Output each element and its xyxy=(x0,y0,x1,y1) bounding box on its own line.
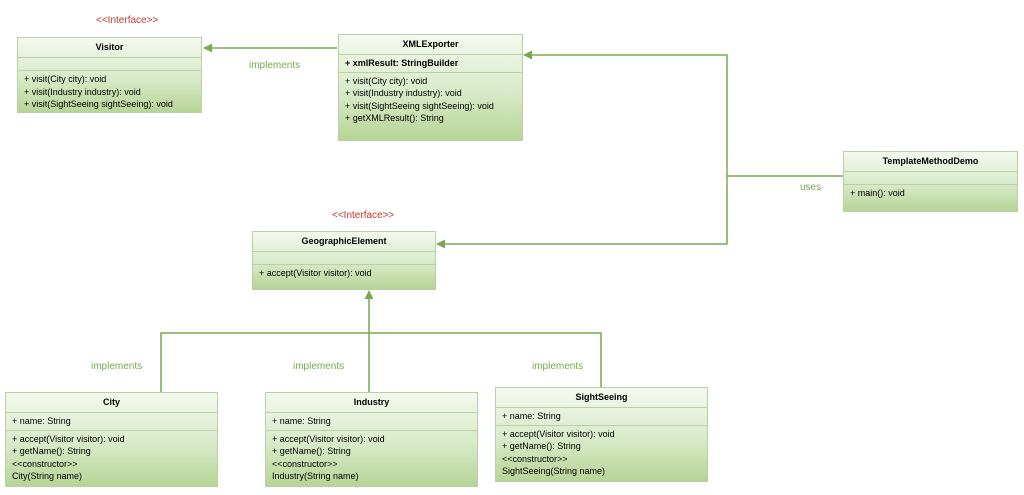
templatemethoddemo-class[interactable]: TemplateMethodDemo + main(): void xyxy=(843,151,1018,212)
attributes-section: + name: String xyxy=(6,413,217,431)
method-row: + accept(Visitor visitor): void xyxy=(272,433,385,444)
method-row: + main(): void xyxy=(850,188,905,198)
method-row: + visit(Industry industry): void xyxy=(345,88,462,98)
constructor-stereotype: <<constructor>> xyxy=(502,453,568,464)
method-row: + visit(SightSeeing sightSeeing): void xyxy=(345,100,494,111)
city-implements-label: implements xyxy=(91,361,143,372)
method-row: + getName(): String xyxy=(502,441,581,451)
attributes-section: + name: String xyxy=(496,408,707,426)
method-row: + visit(City city): void xyxy=(24,74,107,84)
attribute-row: + xmlResult: StringBuilder xyxy=(345,58,459,68)
constructor-row: City(String name) xyxy=(12,471,83,481)
constructor-stereotype: <<constructor>> xyxy=(12,458,78,469)
method-row: + visit(Industry industry): void xyxy=(24,86,141,97)
methods-section: + main(): void xyxy=(844,185,1017,202)
industry-class[interactable]: Industry + name: String + accept(Visitor… xyxy=(265,392,478,487)
class-name: Visitor xyxy=(18,38,201,58)
attributes-section xyxy=(253,252,435,265)
method-row: + getXMLResult(): String xyxy=(345,113,444,123)
class-name: Industry xyxy=(266,393,477,413)
uses-to-geographic-arrow xyxy=(436,176,728,249)
xmlexporter-class[interactable]: XMLExporter + xmlResult: StringBuilder +… xyxy=(338,34,523,141)
method-row: + visit(SightSeeing sightSeeing): void xyxy=(24,99,173,109)
class-name: SightSeeing xyxy=(496,388,707,408)
attributes-section xyxy=(18,58,201,71)
uses-to-xmlexporter-arrow xyxy=(523,50,728,176)
constructor-row: Industry(String name) xyxy=(272,471,359,481)
industry-implements-label: implements xyxy=(293,361,345,372)
method-row: + visit(City city): void xyxy=(345,75,428,86)
attributes-section: + name: String xyxy=(266,413,477,431)
method-row: + accept(Visitor visitor): void xyxy=(12,433,125,444)
method-row: + accept(Visitor visitor): void xyxy=(502,428,615,439)
class-name: GeographicElement xyxy=(253,232,435,252)
constructor-row: SightSeeing(String name) xyxy=(502,466,606,476)
city-class[interactable]: City + name: String + accept(Visitor vis… xyxy=(5,392,218,487)
sightseeing-implements-branch xyxy=(369,332,602,387)
sightseeing-implements-label: implements xyxy=(532,361,584,372)
methods-section: + visit(City city): void + visit(Industr… xyxy=(18,71,201,113)
city-implements-branch xyxy=(160,332,369,392)
xmlexporter-implements-label: implements xyxy=(249,60,301,71)
geographicelement-class[interactable]: GeographicElement + accept(Visitor visit… xyxy=(252,231,436,290)
methods-section: + visit(City city): void + visit(Industr… xyxy=(339,73,522,127)
sightseeing-class[interactable]: SightSeeing + name: String + accept(Visi… xyxy=(495,387,708,482)
constructor-stereotype: <<constructor>> xyxy=(272,458,338,469)
method-row: + getName(): String xyxy=(12,446,91,456)
class-name: City xyxy=(6,393,217,413)
attribute-row: + name: String xyxy=(502,411,561,421)
attribute-row: + name: String xyxy=(272,416,331,426)
attributes-section: + xmlResult: StringBuilder xyxy=(339,55,522,73)
class-name: TemplateMethodDemo xyxy=(844,152,1017,172)
methods-section: + accept(Visitor visitor): void + getNam… xyxy=(266,431,477,485)
attributes-section xyxy=(844,172,1017,185)
geographic-stereotype: <<Interface>> xyxy=(332,210,395,221)
visitor-stereotype: <<Interface>> xyxy=(96,15,159,26)
method-row: + getName(): String xyxy=(272,446,351,456)
class-name: XMLExporter xyxy=(339,35,522,55)
methods-section: + accept(Visitor visitor): void xyxy=(253,265,435,282)
methods-section: + accept(Visitor visitor): void + getNam… xyxy=(6,431,217,485)
visitor-class[interactable]: Visitor + visit(City city): void + visit… xyxy=(17,37,202,113)
uses-label: uses xyxy=(800,182,822,193)
attribute-row: + name: String xyxy=(12,416,71,426)
methods-section: + accept(Visitor visitor): void + getNam… xyxy=(496,426,707,480)
method-row: + accept(Visitor visitor): void xyxy=(259,268,372,278)
